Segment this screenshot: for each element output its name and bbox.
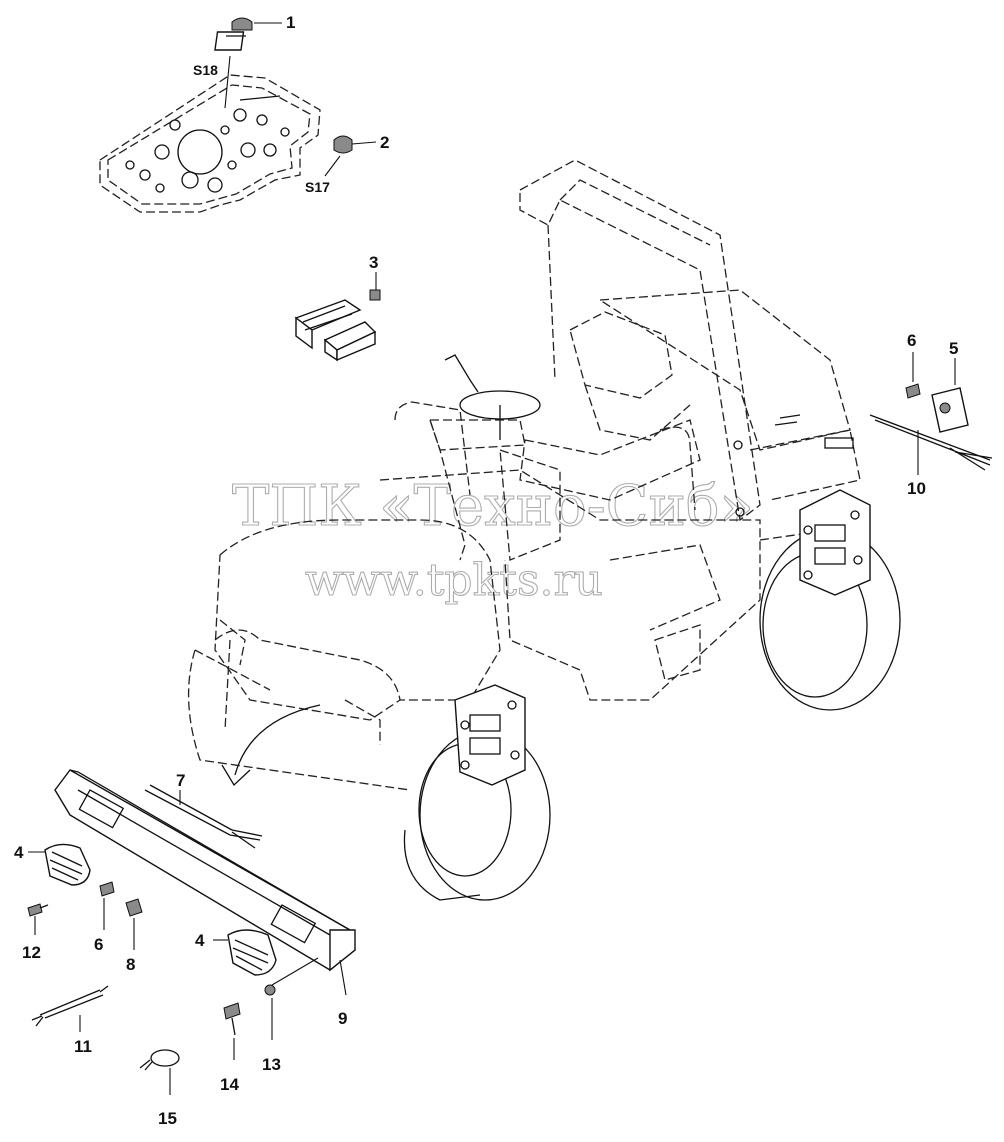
part-2-switch-s17: 2 S17	[305, 133, 389, 195]
callout-14: 13	[262, 1055, 281, 1074]
callout-15: 15	[158, 1109, 177, 1128]
callout-7: 8	[126, 955, 135, 974]
label-s17: S17	[305, 179, 330, 195]
part-14-nut: 13	[262, 957, 319, 1074]
callout-4-left: 4	[14, 843, 24, 862]
part-15-clamp: 15	[139, 1049, 180, 1128]
part-1-switch-s18: 1 S18	[193, 13, 295, 109]
callout-10: 10	[907, 479, 926, 498]
callout-11: 9	[338, 1009, 347, 1028]
part-3-fuse-block: 3	[294, 253, 381, 362]
part-7-connector: 8	[125, 898, 143, 974]
watermark-company: ТПК «Техно-Сиб»	[232, 474, 754, 539]
part-4-lamp-left: 4	[14, 843, 91, 886]
callout-2: 2	[380, 133, 389, 152]
dashboard-panel	[99, 74, 321, 213]
callout-8: 11	[74, 1037, 92, 1056]
callout-3: 3	[369, 253, 378, 272]
part-5-rear-lamp: 5	[931, 339, 969, 433]
part-13-bolt: 14	[220, 1002, 241, 1094]
part-4-lamp-right: 4	[195, 929, 277, 976]
part-6-screw-front: 6	[94, 881, 115, 954]
part-11-light-bar: 9	[54, 769, 356, 1028]
part-6-screw-rear: 6	[905, 331, 921, 399]
watermark: ТПК «Техно-Сиб» www.tpkts.ru	[231, 473, 754, 606]
watermark-url: www.tpkts.ru	[305, 555, 603, 606]
callout-4-right: 4	[195, 931, 205, 950]
part-9-harness-front: 7	[144, 771, 263, 849]
callout-6-top: 6	[907, 331, 916, 350]
callout-9: 7	[176, 771, 185, 790]
callout-5: 5	[949, 339, 958, 358]
callout-13: 14	[220, 1075, 239, 1094]
callout-12: 12	[22, 943, 41, 962]
part-10-harness-rear: 10	[869, 414, 993, 498]
callout-1: 1	[286, 13, 295, 32]
callout-6-bottom: 6	[94, 935, 103, 954]
roller-machine	[187, 159, 901, 901]
part-12-bolt: 12	[22, 903, 49, 962]
label-s18: S18	[193, 62, 218, 78]
part-8-wire: 11	[31, 985, 109, 1056]
